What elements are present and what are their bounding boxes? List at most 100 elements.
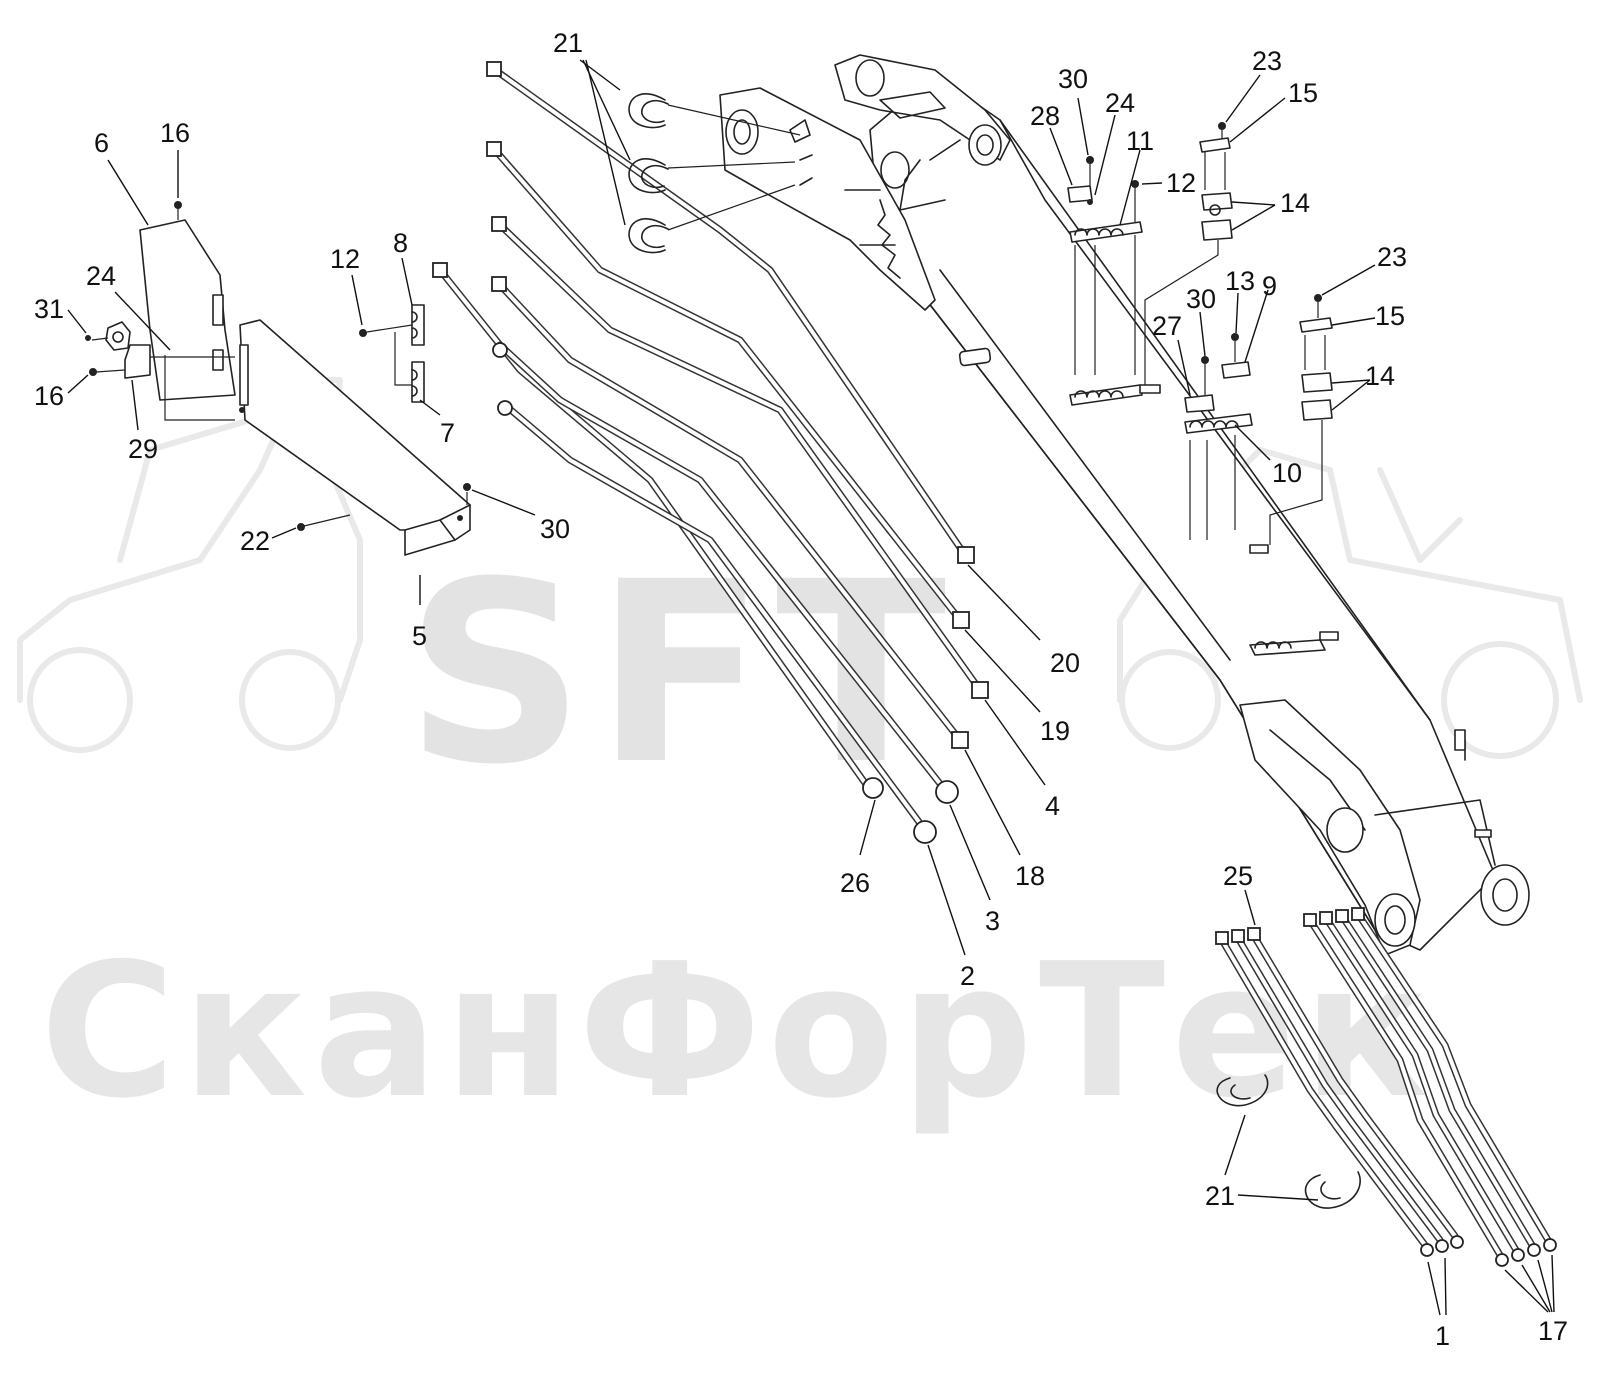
watermark: SFT СканФорТек <box>17 377 1583 1139</box>
callout-30-upper: 30 <box>1058 64 1088 94</box>
callout-30-lower: 30 <box>1186 284 1216 314</box>
callout-14-lower: 14 <box>1365 361 1395 391</box>
pipe-20-nut <box>957 546 975 564</box>
callout-14-upper: 14 <box>1280 188 1310 218</box>
callout-12-left: 12 <box>330 244 360 274</box>
hose-guard-5 <box>239 319 471 556</box>
clamp-plate-11 <box>1069 221 1143 243</box>
bolt-30-upper <box>1086 156 1094 164</box>
hoses-lower <box>432 262 959 844</box>
bolt-30-guard <box>463 483 471 491</box>
callout-25: 25 <box>1223 861 1253 891</box>
pipe-19-nut <box>952 611 970 629</box>
bolt-13 <box>1231 333 1239 341</box>
clamp-half-14-lower-b <box>1301 399 1333 421</box>
hose-bundle-25 <box>1215 927 1464 1257</box>
callout-26: 26 <box>840 868 870 898</box>
callout-16-top: 16 <box>160 118 190 148</box>
callout-16-side: 16 <box>34 381 64 411</box>
callout-17: 17 <box>1538 1316 1568 1346</box>
callout-labels: 21 6 16 24 31 16 29 12 8 7 22 30 5 20 19… <box>34 28 1568 1351</box>
callout-9: 9 <box>1262 271 1277 301</box>
callout-10: 10 <box>1272 458 1302 488</box>
leader-lines <box>67 59 1555 1316</box>
bolt-12-upper <box>1131 180 1139 188</box>
callout-11: 11 <box>1126 126 1154 156</box>
pipe-18-nut <box>951 731 969 749</box>
callout-15-lower: 15 <box>1375 301 1405 331</box>
callout-18: 18 <box>1015 861 1045 891</box>
callout-19: 19 <box>1040 716 1070 746</box>
cover-plate-15-lower <box>1299 317 1333 333</box>
clamp-7-8 <box>359 304 425 403</box>
retaining-rings-bottom <box>1216 1074 1361 1209</box>
retaining-rings-top <box>628 93 813 254</box>
pipe-20-end-fitting <box>486 61 502 77</box>
bolt-30-lower <box>1201 356 1209 364</box>
bolt-12-left <box>359 329 367 337</box>
callout-22: 22 <box>240 526 270 556</box>
ring-21-top-2 <box>628 158 666 194</box>
bolt-22 <box>297 523 305 531</box>
bolt-23-lower <box>1314 294 1322 302</box>
callout-12-upper: 12 <box>1166 168 1196 198</box>
pipe-4-nut <box>971 681 989 699</box>
callout-23-lower: 23 <box>1377 242 1407 272</box>
callout-15-upper: 15 <box>1288 78 1318 108</box>
mount-bracket-assembly <box>85 201 471 556</box>
clamp-stack-upper <box>1067 156 1161 406</box>
bolt-16-side <box>89 368 97 376</box>
beam-clamp-lower <box>1249 639 1326 656</box>
callout-13: 13 <box>1225 266 1255 296</box>
callout-5: 5 <box>412 621 427 651</box>
pipes-upper <box>486 61 989 749</box>
clamp-half-8 <box>411 304 425 346</box>
boom-arm <box>719 54 1530 956</box>
angle-bracket-29 <box>124 344 151 379</box>
callout-30-guard: 30 <box>540 514 570 544</box>
watermark-company: СканФорТек <box>40 923 1434 1139</box>
bolt-23-upper <box>1218 122 1226 130</box>
bolt-16-top <box>174 201 182 209</box>
clamp-cap-27 <box>1184 394 1215 413</box>
clamp-half-14-upper-a <box>1201 192 1233 211</box>
callout-27: 27 <box>1152 311 1182 341</box>
callout-23-upper: 23 <box>1252 46 1282 76</box>
bolt-31 <box>85 335 91 341</box>
hose-bundle-17 <box>1303 907 1557 1267</box>
ring-21-top-1 <box>628 93 666 129</box>
callout-31: 31 <box>34 294 64 324</box>
pipe-clamp-lower-right <box>1184 294 1333 545</box>
clamp-half-14-upper-b <box>1201 219 1233 241</box>
clamp-plate-10 <box>1184 413 1253 434</box>
foot-bushing-right <box>1480 864 1530 926</box>
callout-1: 1 <box>1435 1321 1450 1351</box>
pipe-clamp-upper-right <box>1144 122 1233 385</box>
callout-2: 2 <box>960 961 975 991</box>
ring-21-top-3 <box>628 218 666 254</box>
clamp-half-14-lower-a <box>1301 372 1333 393</box>
head-bushing-left <box>725 109 759 155</box>
ring-21-bottom-2 <box>1304 1171 1361 1209</box>
callout-21-top: 21 <box>553 28 583 58</box>
watermark-brand: SFT <box>405 528 956 819</box>
callout-24-left: 24 <box>86 261 116 291</box>
cover-plate-15-upper <box>1199 137 1231 153</box>
callout-4: 4 <box>1045 791 1060 821</box>
clip-block-24 <box>105 321 131 351</box>
head-bushing-right <box>968 124 1002 166</box>
mount-plate-6 <box>139 219 236 401</box>
callout-29: 29 <box>128 434 158 464</box>
clamp-plate-lower-11 <box>1069 384 1143 406</box>
foot-bushing-left <box>1374 893 1416 947</box>
callout-21-bottom: 21 <box>1205 1181 1235 1211</box>
boom-head-plate-left <box>719 87 936 311</box>
ring-21-bottom-1 <box>1216 1074 1269 1107</box>
callout-7: 7 <box>440 418 455 448</box>
callout-8: 8 <box>393 228 408 258</box>
callout-24-upper: 24 <box>1105 88 1135 118</box>
watermark-tractor-right <box>1117 447 1583 759</box>
callout-28: 28 <box>1030 101 1060 131</box>
clamp-top-9 <box>1221 361 1251 379</box>
